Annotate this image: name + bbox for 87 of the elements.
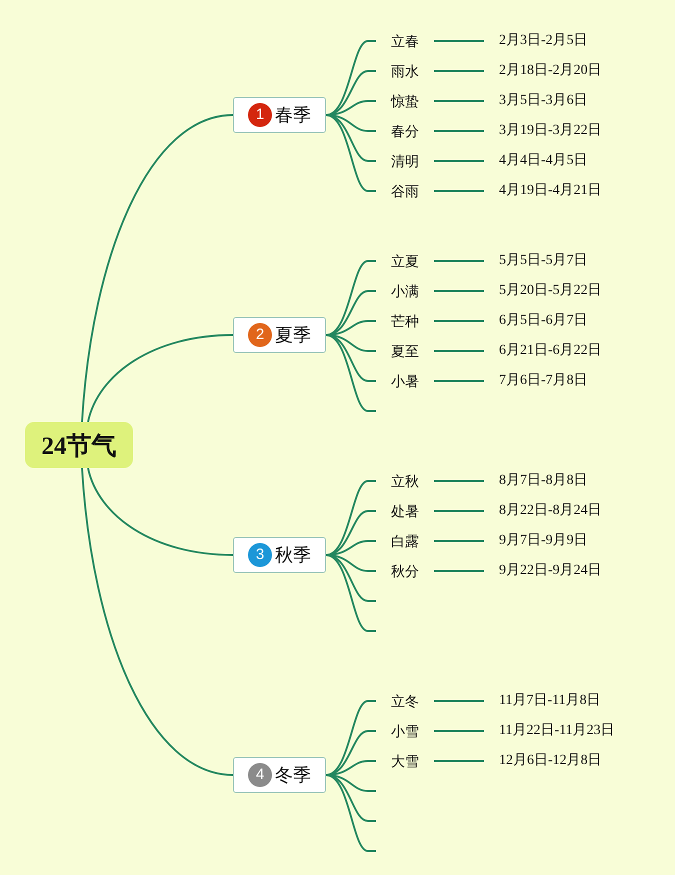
branch-line — [326, 554, 376, 602]
number-badge: 1 — [248, 103, 272, 127]
branch-line — [326, 334, 376, 352]
term-label: 谷雨 — [376, 181, 434, 201]
term-label: 春分 — [376, 121, 434, 141]
branch-line — [434, 190, 484, 192]
date-label: 2月18日-2月20日 — [484, 61, 602, 81]
number-badge: 3 — [248, 543, 272, 567]
date-label: 5月20日-5月22日 — [484, 281, 602, 301]
term-label: 清明 — [376, 151, 434, 171]
branch-line — [326, 114, 376, 192]
branch-line — [434, 70, 484, 72]
term-label: 大雪 — [376, 751, 434, 771]
branch-line — [326, 554, 376, 632]
date-label: 5月5日-5月7日 — [484, 251, 588, 271]
date-label: 9月22日-9月24日 — [484, 561, 602, 581]
term-label: 立秋 — [376, 471, 434, 491]
number-badge: 4 — [248, 763, 272, 787]
date-label: 6月5日-6月7日 — [484, 311, 588, 331]
branch-line — [434, 350, 484, 352]
branch-line — [434, 160, 484, 162]
date-label: 7月6日-7月8日 — [484, 371, 588, 391]
term-label: 秋分 — [376, 561, 434, 581]
date-label: 12月6日-12月8日 — [484, 751, 602, 771]
date-label: 8月22日-8月24日 — [484, 501, 602, 521]
topic-box — [233, 97, 326, 133]
branch-line — [326, 114, 376, 162]
branch-line — [326, 334, 376, 382]
branch-line — [434, 700, 484, 702]
topic-label: 春季 — [275, 104, 311, 127]
branch-line — [326, 40, 376, 116]
branch-line — [87, 334, 234, 422]
branch-line — [434, 730, 484, 732]
branch-line — [326, 480, 376, 556]
term-label: 小满 — [376, 281, 434, 301]
branch-line — [434, 320, 484, 322]
term-label: 立春 — [376, 31, 434, 51]
topic-label: 冬季 — [275, 764, 311, 787]
root-topic-box: 24节气 — [25, 422, 133, 468]
branch-line — [326, 334, 376, 412]
term-label: 立冬 — [376, 691, 434, 711]
branch-line — [434, 510, 484, 512]
branch-line — [434, 570, 484, 572]
branch-line — [434, 290, 484, 292]
date-label: 11月22日-11月23日 — [484, 721, 615, 741]
branch-line — [434, 40, 484, 42]
term-label: 夏至 — [376, 341, 434, 361]
date-label: 3月5日-3月6日 — [484, 91, 588, 111]
branch-line — [434, 760, 484, 762]
branch-line — [434, 130, 484, 132]
branch-line — [81, 114, 234, 422]
branch-line — [326, 774, 376, 852]
term-label: 雨水 — [376, 61, 434, 81]
term-label: 处暑 — [376, 501, 434, 521]
branch-line — [326, 554, 376, 572]
number-badge: 2 — [248, 323, 272, 347]
branch-line — [326, 774, 376, 792]
date-label: 4月4日-4月5日 — [484, 151, 588, 171]
branch-line — [326, 774, 376, 822]
date-label: 3月19日-3月22日 — [484, 121, 602, 141]
topic-box — [233, 537, 326, 573]
date-label: 4月19日-4月21日 — [484, 181, 602, 201]
topic-box — [233, 757, 326, 793]
date-label: 6月21日-6月22日 — [484, 341, 602, 361]
term-label: 芒种 — [376, 311, 434, 331]
term-label: 惊蛰 — [376, 91, 434, 111]
branch-line — [81, 468, 234, 776]
term-label: 白露 — [376, 531, 434, 551]
topic-label: 夏季 — [275, 324, 311, 347]
branch-line — [434, 100, 484, 102]
term-label: 小雪 — [376, 721, 434, 741]
branch-line — [434, 540, 484, 542]
term-label: 小暑 — [376, 371, 434, 391]
branch-line — [434, 480, 484, 482]
branch-line — [434, 260, 484, 262]
branch-line — [87, 468, 234, 556]
date-label: 8月7日-8月8日 — [484, 471, 588, 491]
topic-label: 秋季 — [275, 544, 311, 567]
date-label: 9月7日-9月9日 — [484, 531, 588, 551]
branch-line — [434, 380, 484, 382]
branch-line — [326, 114, 376, 132]
topic-box — [233, 317, 326, 353]
branch-line — [326, 700, 376, 776]
branch-line — [326, 260, 376, 336]
term-label: 立夏 — [376, 251, 434, 271]
date-label: 2月3日-2月5日 — [484, 31, 588, 51]
date-label: 11月7日-11月8日 — [484, 691, 601, 711]
